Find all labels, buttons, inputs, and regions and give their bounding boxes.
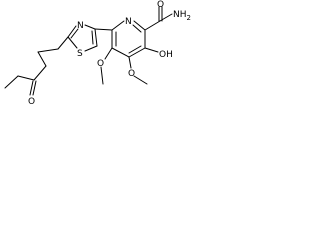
chain-bond-4 bbox=[37, 51, 47, 67]
chain-bond-carbonyl-c bbox=[33, 65, 47, 81]
hydroxyl-bond bbox=[144, 47, 159, 53]
thiazole-bond-n-c2 bbox=[67, 25, 77, 38]
pyridine-bond-c4-c5 bbox=[111, 47, 130, 58]
thiazole-bond-c4-n bbox=[84, 24, 96, 30]
thiazole-bond-c5-c4-inner bbox=[91, 30, 94, 45]
methoxy1-bond-o-ch3 bbox=[100, 66, 104, 85]
hydroxyl-label: OH bbox=[159, 50, 173, 60]
ketone-double-bond-b bbox=[32, 80, 37, 96]
amide-bond-ring-c bbox=[144, 20, 161, 31]
thiazole-bond-s-c5 bbox=[84, 45, 98, 52]
methoxy-oxygen-1-label: O bbox=[97, 59, 104, 69]
thiazole-bond-c2-s bbox=[67, 36, 78, 49]
pyridine-ring bbox=[111, 20, 146, 58]
thiazole-sulfur-label: S bbox=[77, 49, 83, 59]
pyridine-bond-n1-c2 bbox=[133, 20, 146, 31]
thiazole-ring bbox=[67, 24, 98, 52]
amide-h-count-subscript: 2 bbox=[187, 14, 191, 22]
thiazole-pyridine-link bbox=[94, 28, 113, 31]
chain-bond-5 bbox=[37, 48, 59, 53]
methoxy2-bond-o-ch3 bbox=[133, 75, 148, 85]
chain-bond-ethyl-2 bbox=[17, 75, 35, 81]
amide-nitrogen-label: NH2 bbox=[173, 10, 191, 22]
chemical-structure-diagram: O S N N O NH2 OH bbox=[4, 0, 191, 107]
methoxy1-bond-ring-o bbox=[104, 47, 113, 60]
pyridine-nitrogen-label: N bbox=[125, 17, 132, 27]
chain-bond-ethyl-1 bbox=[4, 75, 19, 89]
methoxy2-bond-ring-o bbox=[128, 56, 132, 69]
ketone-oxygen-label: O bbox=[28, 97, 35, 107]
thiazole-bond-n-c2-inner bbox=[70, 28, 79, 39]
oxohexyl-chain bbox=[4, 36, 69, 96]
thiazole-bond-c5-c4 bbox=[94, 28, 98, 47]
pyridine-bond-n1-c2-inner bbox=[132, 24, 142, 33]
chain-bond-6 bbox=[57, 36, 69, 50]
pyridine-bond-c3-c4-inner bbox=[128, 45, 142, 54]
pyridine-bond-c6-n1 bbox=[111, 20, 125, 31]
amide-oxygen-label: O bbox=[157, 0, 164, 10]
ketone-double-bond-a bbox=[29, 80, 34, 96]
methoxy-oxygen-2-label: O bbox=[128, 69, 135, 79]
methoxy-groups bbox=[100, 47, 148, 85]
thiazole-nitrogen-label: N bbox=[77, 21, 84, 31]
pyridine-bond-c3-c4 bbox=[128, 47, 146, 58]
amide-nh-text: NH bbox=[173, 10, 187, 20]
carboxamide-group bbox=[144, 6, 173, 31]
